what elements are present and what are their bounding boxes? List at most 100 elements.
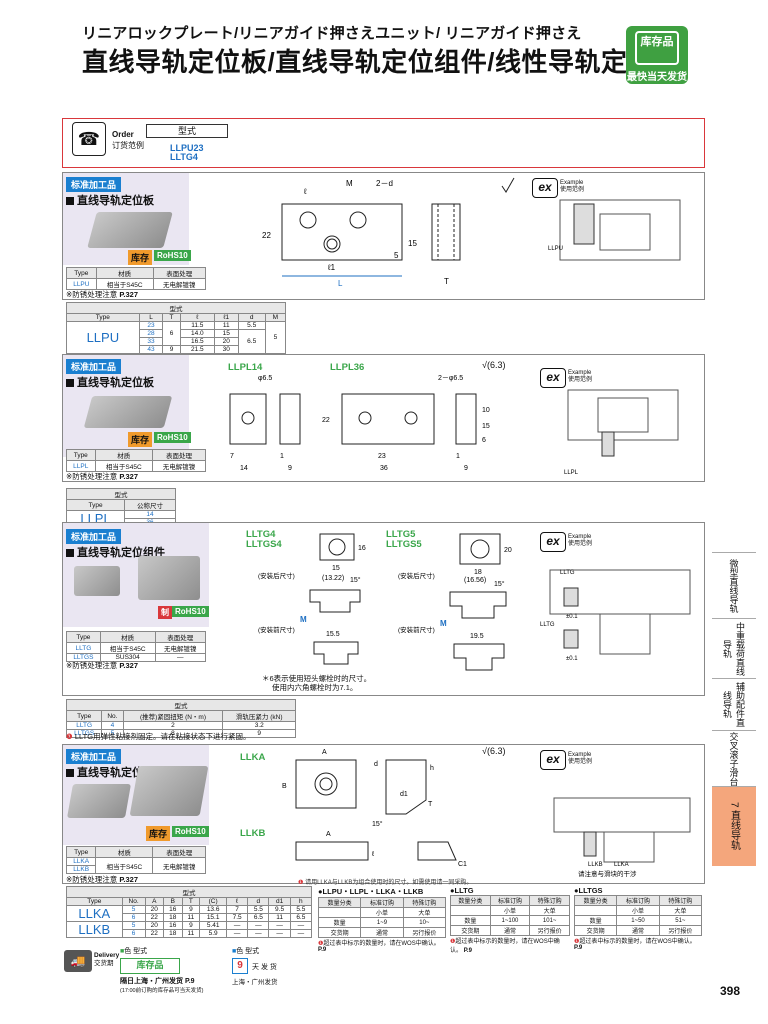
llka-side-view: [385, 759, 427, 815]
llpu-side-view: [431, 203, 461, 261]
delivery-note-a-text: 隔日上海・广州发货: [120, 978, 183, 985]
llpu-stock-badge: 库存: [128, 250, 153, 265]
example-label-en: Example: [568, 534, 592, 540]
lltg-size-table: 型式 Type No. (推荐)紧固扭矩 (N・m) 滑轨压紧力 (kN) LL…: [65, 699, 296, 738]
qty-ref[interactable]: P.9: [318, 947, 327, 953]
llka-dim-T: T: [428, 801, 433, 808]
qty-cell: [317, 907, 362, 918]
llka-dim-angle: 15°: [372, 820, 383, 828]
qty-cell: 数量: [317, 917, 362, 928]
llpu-rohs-badge: RoHS10: [154, 250, 191, 261]
stock-badge-label: 库存品: [635, 31, 679, 65]
order-example-box: [62, 118, 705, 168]
size-cell: 7.5: [225, 913, 249, 922]
size-header: (推荐)紧固扭矩 (N・m): [122, 710, 224, 722]
size-table-title: 型式: [66, 488, 176, 500]
mat-cell: 相当于S45C: [99, 642, 156, 654]
side-tab-accessories[interactable]: 辅助配件直线导轨: [712, 678, 756, 730]
size-cell: 5.5: [237, 321, 266, 330]
header-band: [62, 0, 702, 105]
lltg4-dim-h: 16: [358, 545, 366, 552]
llpl-dim-6: 6: [482, 437, 486, 444]
qty-cell: 数量: [450, 915, 491, 926]
lltg4-photo: [74, 566, 120, 596]
llka-rust-note: ※防锈处理注意 P.327: [66, 874, 138, 885]
rust-note-ref[interactable]: P.327: [119, 472, 139, 481]
qty-ref[interactable]: P.9: [463, 948, 472, 954]
llpl36-hole-1: [358, 411, 372, 425]
size-header: d: [247, 897, 270, 906]
lltg5-dim-b: 19.5: [470, 633, 484, 640]
lltg5-dim-m: M: [440, 619, 447, 628]
size-cell: 16: [163, 905, 183, 914]
llka-top-view: [295, 759, 357, 809]
llpl-dim-9: 9: [288, 465, 292, 472]
side-tab-cross-roller[interactable]: 交叉滚子滑台: [712, 730, 756, 786]
side-tab-heavy-load[interactable]: 中重载荷直线导轨: [712, 618, 756, 678]
qty-header: 特殊订购: [402, 897, 447, 908]
size-cell: 5: [101, 729, 124, 738]
size-header: (C): [199, 897, 227, 906]
rust-note-ref[interactable]: P.327: [119, 661, 139, 670]
size-cell: 28: [138, 329, 164, 338]
size-header: ℓ: [179, 313, 215, 322]
size-header: Type: [65, 710, 103, 722]
mat-cell: 无电解镀镍: [154, 642, 207, 654]
page-number: 398: [720, 984, 741, 998]
llkb-dim-l: ℓ: [371, 851, 375, 858]
qty-header: 数量分类: [450, 895, 491, 906]
qty-cell: 大单: [658, 905, 703, 916]
qty-ref[interactable]: P.9: [574, 945, 583, 951]
lltg4-top-view: [319, 533, 355, 561]
qty-cell: 小单: [616, 905, 660, 916]
lltg5-dim-h: 20: [504, 547, 512, 554]
llpl-rohs-badge: RoHS10: [154, 432, 191, 443]
side-tab-linear-guide-active[interactable]: 7 直线导轨: [712, 786, 756, 866]
size-cell: 22: [144, 929, 165, 938]
lltg-drawing: 15 16 (安装后尺寸) (13.22) 15° M (安装前尺寸) 15.5…: [258, 533, 512, 671]
llpl-dim-14: 14: [240, 465, 248, 472]
qty-cell: 大单: [529, 905, 570, 916]
llpu-dim-h: 22: [262, 231, 271, 240]
llpl-material-table: Type 材质 表面处理 LLPL 相当于S45C 无电解镀镍: [66, 449, 206, 472]
size-cell: 6.5: [237, 329, 266, 354]
qty-cell: 1~9: [360, 917, 404, 928]
delivery-ref-a[interactable]: P.9: [184, 978, 195, 985]
lltg4-dim-b: 15.5: [326, 631, 340, 638]
size-cell: 2: [122, 721, 224, 730]
llka-footnote: ❶ 请用LLKA与LLKB为组合使用时的尺寸。如需使用请一同采购。: [298, 877, 472, 886]
rust-note-ref[interactable]: P.327: [119, 290, 139, 299]
size-header: ℓ: [225, 897, 249, 906]
size-cell: 21.5: [179, 345, 215, 354]
qty-header: 标准订购: [489, 895, 531, 906]
size-cell: 5.5: [247, 905, 270, 914]
llpl-label-b: LLPL36: [330, 362, 365, 373]
rust-note-ref[interactable]: P.327: [119, 875, 139, 884]
qty-cell: 另行报价: [658, 925, 703, 936]
lltg5-section-after: [449, 591, 507, 619]
qty-table-title: ●LLTG: [450, 886, 474, 895]
qty-cell: 交货期: [317, 927, 362, 938]
side-tab-miniature[interactable]: 微型直线导轨: [712, 552, 756, 618]
llpu-example-badge: ex: [532, 178, 558, 198]
order-type-header: 型式: [146, 124, 228, 138]
size-cell: 14.0: [179, 329, 215, 338]
lltg-label-a1: LLTG4: [246, 529, 276, 540]
lltg4-before-label: (安装前尺寸): [258, 625, 295, 634]
size-cell: 9.5: [268, 905, 291, 914]
size-cell: —: [225, 929, 249, 938]
size-table-title: 型式: [66, 886, 312, 898]
lltg-example-badge: ex: [540, 532, 566, 552]
mat-header-finish: 表面处理: [152, 449, 206, 461]
size-header: h: [289, 897, 313, 906]
size-table-title: 型式: [66, 699, 296, 711]
mat-header-type: Type: [66, 449, 96, 461]
size-cell: —: [247, 921, 270, 930]
size-cell: 18: [163, 929, 183, 938]
size-header: L: [138, 313, 164, 322]
llka-example-drawing: LLKB LLKA 请注意与滑块的干涉: [553, 797, 691, 878]
size-cell: 4: [101, 721, 124, 730]
mat-cell: LLPL: [66, 460, 96, 472]
llka-size-table: 型式 Type No. A B T (C) ℓ d d1 h LLKA 5 20…: [66, 886, 313, 938]
qty-header: 标准订购: [616, 895, 660, 906]
